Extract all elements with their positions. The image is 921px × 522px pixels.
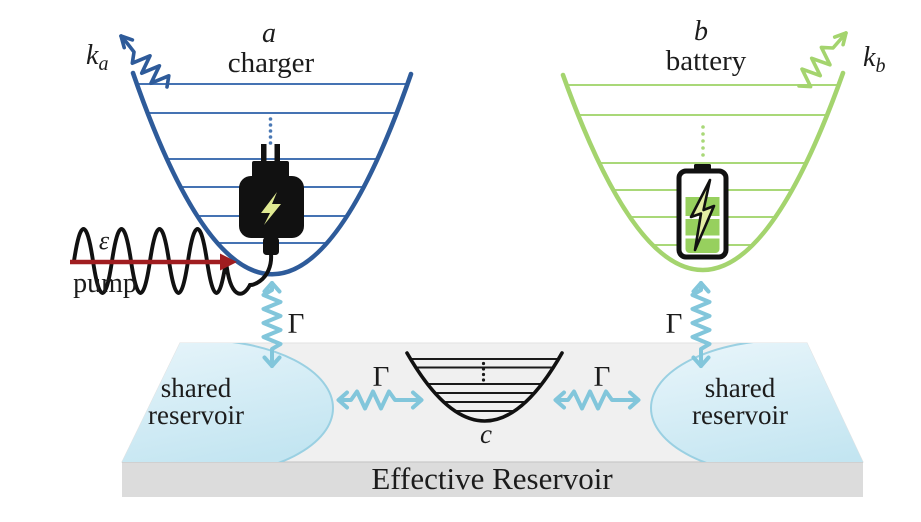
battery-energy-levels xyxy=(567,83,839,247)
battery-level-dots xyxy=(701,125,705,157)
arrowhead-up xyxy=(691,281,711,294)
charger-decay-arrowhead xyxy=(119,34,135,50)
charger-decay-arrow xyxy=(119,34,171,89)
gamma-label-battery: Γ xyxy=(666,308,683,340)
battery-decay-arrowhead xyxy=(832,31,848,47)
arrowhead-right xyxy=(411,390,424,410)
charger-decay-label: ka xyxy=(86,40,108,75)
charger-connector xyxy=(263,237,279,255)
arrowhead-down xyxy=(691,355,711,368)
battery-decay-label: kb xyxy=(863,42,885,77)
battery-name-label: battery xyxy=(666,45,747,77)
arrowhead-left xyxy=(336,390,349,410)
arrowhead-down xyxy=(262,355,282,368)
charger-cord xyxy=(248,252,274,287)
center-mode-well: c xyxy=(405,351,564,449)
plug-top-block xyxy=(252,161,289,178)
gamma-label-left: Γ xyxy=(373,361,390,393)
charger-mode-label: a xyxy=(262,18,276,49)
coupling-arrow-charger-reservoir xyxy=(261,281,283,368)
gamma-label-charger: Γ xyxy=(288,308,305,340)
battery-decay-arrow xyxy=(797,31,848,89)
coupling-arrow-left-blob-center xyxy=(336,389,424,411)
charger-name-label: charger xyxy=(228,47,315,79)
pump-drive: ε pump xyxy=(70,226,252,299)
shared-reservoir-right-line1: shared xyxy=(705,373,776,403)
battery-mode-label: b xyxy=(694,16,708,47)
arrowhead-up xyxy=(262,281,282,294)
center-well-level-dots xyxy=(481,361,486,382)
shared-reservoir-right-line2: reservoir xyxy=(692,400,788,430)
coupling-arrows xyxy=(261,281,712,411)
arrowhead-left xyxy=(553,390,566,410)
plug-prong-right xyxy=(274,144,280,164)
battery-parabola xyxy=(560,70,846,273)
battery-lightning-bolt-icon xyxy=(689,178,716,252)
charger-level-dots xyxy=(268,117,273,145)
battery-well: b battery kb xyxy=(560,16,885,273)
charger-well: a charger ka ε pump xyxy=(70,18,414,299)
coupling-arrow-battery-reservoir xyxy=(690,281,712,368)
charger-decay-base: k xyxy=(86,40,99,71)
center-well-energy-levels xyxy=(410,358,560,412)
battery-decay-sub: b xyxy=(875,55,885,77)
effective-reservoir-title: Effective Reservoir xyxy=(371,461,613,496)
battery-charge-segment xyxy=(685,238,720,253)
pump-label: pump xyxy=(73,268,137,299)
battery-decay-base: k xyxy=(863,42,876,73)
shared-reservoir-left-line2: reservoir xyxy=(148,400,244,430)
charger-parabola xyxy=(130,70,414,277)
shared-reservoir-left-line1: shared xyxy=(161,373,232,403)
charger-lightning-bolt-icon xyxy=(261,192,281,225)
coupling-arrow-center-right-blob xyxy=(553,389,641,411)
center-mode-label: c xyxy=(480,419,492,449)
pump-arrowhead xyxy=(220,253,237,271)
pump-wave xyxy=(72,227,252,296)
platform-front-face xyxy=(122,462,863,497)
battery-icon xyxy=(676,164,729,260)
charger-decay-sub: a xyxy=(98,53,108,75)
center-well-parabola xyxy=(405,351,564,423)
pump-symbol: ε xyxy=(99,226,110,255)
arrowhead-right xyxy=(628,390,641,410)
gamma-label-right: Γ xyxy=(594,361,611,393)
plug-prong-left xyxy=(261,144,267,164)
charger-icon xyxy=(239,144,304,287)
